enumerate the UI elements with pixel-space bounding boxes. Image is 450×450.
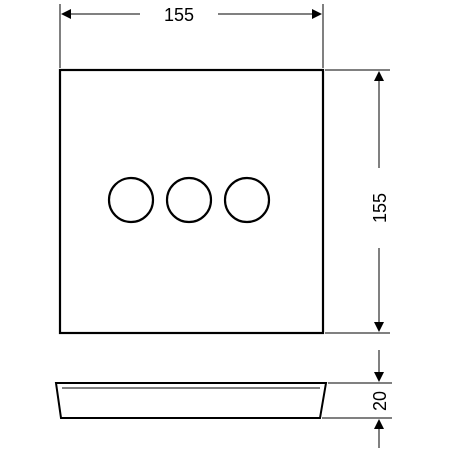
side-view (54, 382, 328, 419)
button-circle-right (223, 176, 271, 224)
height-dimension-label: 155 (370, 193, 390, 223)
width-dimension-label: 155 (164, 5, 194, 25)
width-dimension: 155 (59, 4, 324, 68)
plate-outline (58, 68, 325, 335)
button-circle-middle (165, 176, 213, 224)
depth-dimension-label: 20 (370, 391, 390, 411)
depth-dimension: 20 (322, 350, 392, 448)
button-circle-left (107, 176, 155, 224)
front-view (58, 68, 325, 335)
side-profile (54, 382, 328, 419)
height-dimension: 155 (325, 69, 390, 334)
